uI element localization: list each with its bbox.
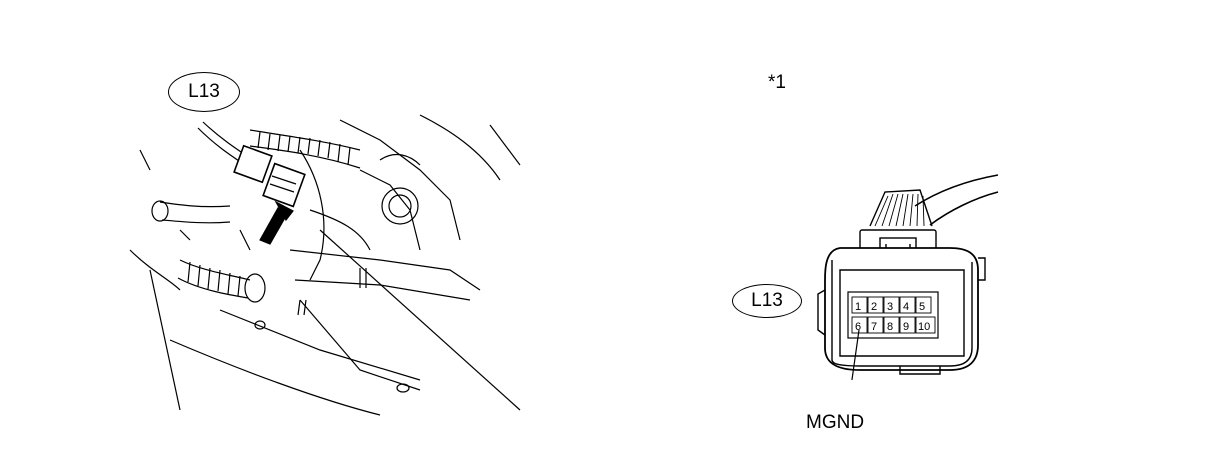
reference-marker: *1 — [768, 72, 786, 93]
pin-number: 3 — [887, 301, 893, 313]
pin-number: 8 — [887, 321, 893, 333]
pin-number: 7 — [871, 321, 877, 333]
connector-front-view: 1 2 3 4 5 6 7 8 9 10 — [817, 174, 999, 380]
connector-callout-vehicle-view: L13 — [168, 72, 240, 112]
pin-number: 1 — [855, 301, 861, 313]
connector-callout-front-view: L13 — [732, 284, 802, 318]
pin-number: 5 — [919, 301, 925, 313]
pin-number: 4 — [903, 301, 909, 313]
engine-bay-illustration — [129, 114, 521, 416]
pin-number: 9 — [903, 321, 909, 333]
pin-number: 10 — [918, 321, 930, 333]
terminal-label-mgnd: MGND — [806, 412, 865, 433]
pin-number: 2 — [871, 301, 877, 313]
pin-number: 6 — [855, 321, 861, 333]
